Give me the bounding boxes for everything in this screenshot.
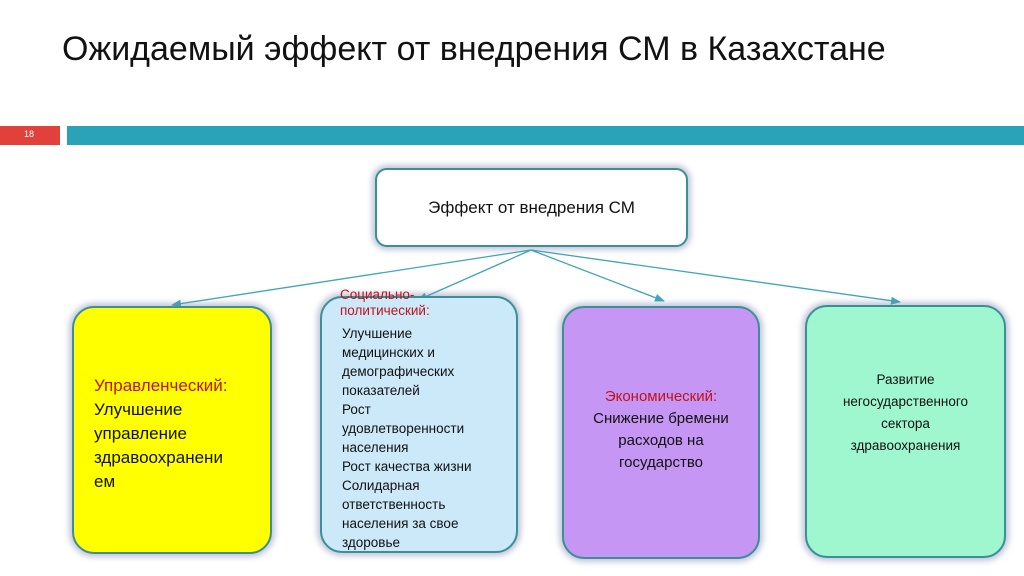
management-label: Управленческий: <box>94 376 228 395</box>
social-line: Рост качества жизни <box>342 459 472 474</box>
arrow-to-private <box>530 249 901 305</box>
social-line: удовлетворенности <box>342 421 465 436</box>
root-node-label: Эффект от внедрения СМ <box>428 197 635 217</box>
management-line: ем <box>94 472 116 491</box>
economic-label: Экономический: <box>604 388 718 405</box>
management-line: Улучшение <box>94 400 183 419</box>
economic-line: Снижение бремени <box>593 410 729 427</box>
slide-number: 18 <box>24 129 35 139</box>
social-line: ответственность <box>342 497 446 512</box>
slide-title: Ожидаемый эффект от внедрения СМ в Казах… <box>62 30 886 68</box>
social-line: медицинских и <box>342 345 435 360</box>
private-sector-line: Развитие <box>876 372 935 387</box>
management-line: управление <box>94 424 187 443</box>
private-sector-node: Развитие негосударственного сектора здра… <box>805 305 1006 558</box>
private-sector-line: сектора <box>881 416 930 431</box>
social-line: демографических <box>342 364 455 379</box>
management-line: здравоохранени <box>94 448 223 467</box>
social-label-line: политический: <box>340 303 430 318</box>
arrow-to-management <box>171 249 532 308</box>
arrow-to-economic <box>530 249 665 302</box>
social-label: Социально- политический: <box>340 287 515 319</box>
social-node: Улучшение медицинских и демографических … <box>320 296 518 553</box>
social-line: Улучшение <box>342 326 413 341</box>
arrow-to-social <box>417 249 532 301</box>
root-node: Эффект от внедрения СМ <box>375 168 688 247</box>
economic-node: Экономический: Снижение бремени расходов… <box>562 306 760 559</box>
social-line: здоровье <box>342 535 401 550</box>
economic-line: расходов на <box>618 432 704 449</box>
management-node: Управленческий: Улучшение управление здр… <box>72 306 272 554</box>
private-sector-line: здравоохранения <box>850 438 961 453</box>
social-label-line: Социально- <box>340 287 415 302</box>
social-line: населения <box>342 440 409 455</box>
slide-number-bar <box>0 126 60 145</box>
economic-line: государство <box>619 454 703 471</box>
accent-bar <box>67 126 1024 145</box>
social-line: Солидарная <box>342 478 420 493</box>
private-sector-line: негосударственного <box>842 394 969 409</box>
social-line: населения за свое <box>342 516 459 531</box>
social-line: показателей <box>342 383 420 398</box>
social-line: Рост <box>342 402 371 417</box>
